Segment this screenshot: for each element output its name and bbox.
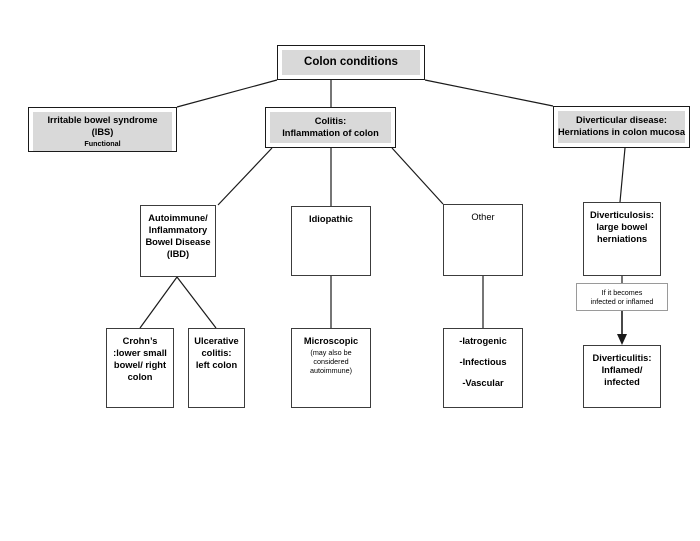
node-other-items-line2: -Infectious	[459, 356, 507, 367]
node-infected-note-line1: If it becomes	[601, 287, 643, 297]
node-ibs-line3: Functional	[84, 138, 121, 148]
node-colitis[interactable]: Colitis: Inflammation of colon	[265, 107, 396, 148]
node-colon-conditions-label: Colon conditions	[304, 56, 398, 69]
node-microscopic-line2: (may also be	[310, 347, 352, 357]
node-colitis-fill: Colitis: Inflammation of colon	[270, 112, 391, 143]
edge-colitis-to-ibd	[217, 147, 273, 206]
node-colon-conditions-fill: Colon conditions	[282, 50, 420, 75]
node-ulcerative-colitis-line3: left colon	[195, 359, 238, 370]
edge-colitis-to-other	[391, 147, 444, 205]
node-other-label: Other	[471, 212, 495, 222]
node-ibd-line1: Autoimmune/	[148, 213, 208, 223]
node-diverticulosis-line3: herniations	[596, 233, 648, 244]
node-ulcerative-colitis[interactable]: Ulcerative colitis: left colon	[188, 328, 245, 408]
edge-ibd-to-ulcerative	[176, 276, 217, 329]
node-infected-note[interactable]: If it becomes infected or inflamed	[576, 283, 668, 311]
node-diverticulitis-line3: infected	[604, 376, 640, 387]
arrowhead-diverticulitis	[617, 334, 627, 345]
node-diverticular-disease-fill: Diverticular disease: Herniations in col…	[558, 111, 685, 143]
node-idiopathic-label: Idiopathic	[309, 214, 353, 224]
node-ibs-line2: (IBS)	[91, 126, 114, 137]
node-diverticular-disease[interactable]: Diverticular disease: Herniations in col…	[553, 106, 690, 148]
node-ibd-line4: (IBD)	[166, 248, 190, 259]
node-diverticular-disease-line2: Herniations in colon mucosa	[557, 127, 686, 137]
node-microscopic[interactable]: Microscopic (may also be considered auto…	[291, 328, 371, 408]
node-crohns-line3: bowel/ right	[113, 359, 167, 370]
node-diverticulosis[interactable]: Diverticulosis: large bowel herniations	[583, 202, 661, 276]
node-ibs-line1: Irritable bowel syndrome	[47, 115, 158, 125]
node-other-items-line1: -Iatrogenic	[459, 336, 507, 346]
node-diverticular-disease-line1: Diverticular disease:	[576, 115, 667, 126]
edge-root-to-diverticular	[424, 79, 554, 107]
node-idiopathic[interactable]: Idiopathic	[291, 206, 371, 276]
node-microscopic-line4: autoimmune)	[310, 366, 352, 376]
node-crohns-line4: colon	[127, 371, 153, 382]
node-ibd[interactable]: Autoimmune/ Inflammatory Bowel Disease (…	[140, 205, 216, 277]
node-microscopic-line3: considered	[313, 357, 349, 367]
node-crohns[interactable]: Crohn’s :lower small bowel/ right colon	[106, 328, 174, 408]
node-ibd-line2: Inflammatory	[148, 224, 208, 235]
node-diverticulitis-line2: Inflamed/	[601, 364, 643, 375]
node-ulcerative-colitis-line1: Ulcerative	[194, 336, 239, 346]
node-colon-conditions[interactable]: Colon conditions	[277, 45, 425, 80]
node-ibs[interactable]: Irritable bowel syndrome (IBS) Functiona…	[28, 107, 177, 152]
node-crohns-line1: Crohn’s	[122, 336, 158, 346]
node-diverticulitis-line1: Diverticulitis:	[592, 353, 652, 363]
node-colitis-line1: Colitis:	[314, 115, 347, 126]
node-other[interactable]: Other	[443, 204, 523, 276]
node-colitis-line2: Inflammation of colon	[282, 127, 379, 138]
node-ibd-line3: Bowel Disease	[145, 236, 211, 247]
node-infected-note-line2: infected or inflamed	[590, 297, 654, 306]
node-ibs-fill: Irritable bowel syndrome (IBS) Functiona…	[33, 112, 172, 151]
node-microscopic-line1: Microscopic	[303, 336, 359, 346]
node-ulcerative-colitis-line2: colitis:	[201, 347, 232, 358]
node-other-items[interactable]: -Iatrogenic -Infectious -Vascular	[443, 328, 523, 408]
edge-ibd-to-crohns	[139, 276, 178, 329]
node-diverticulitis[interactable]: Diverticulitis: Inflamed/ infected	[583, 345, 661, 408]
node-other-items-line3: -Vascular	[462, 377, 504, 388]
edge-root-to-ibs	[176, 79, 278, 108]
edge-diverticular-to-diverticulosis	[619, 147, 626, 203]
node-diverticulosis-line2: large bowel	[596, 221, 648, 232]
node-crohns-line2: :lower small	[113, 347, 167, 358]
node-diverticulosis-line1: Diverticulosis:	[589, 210, 655, 220]
